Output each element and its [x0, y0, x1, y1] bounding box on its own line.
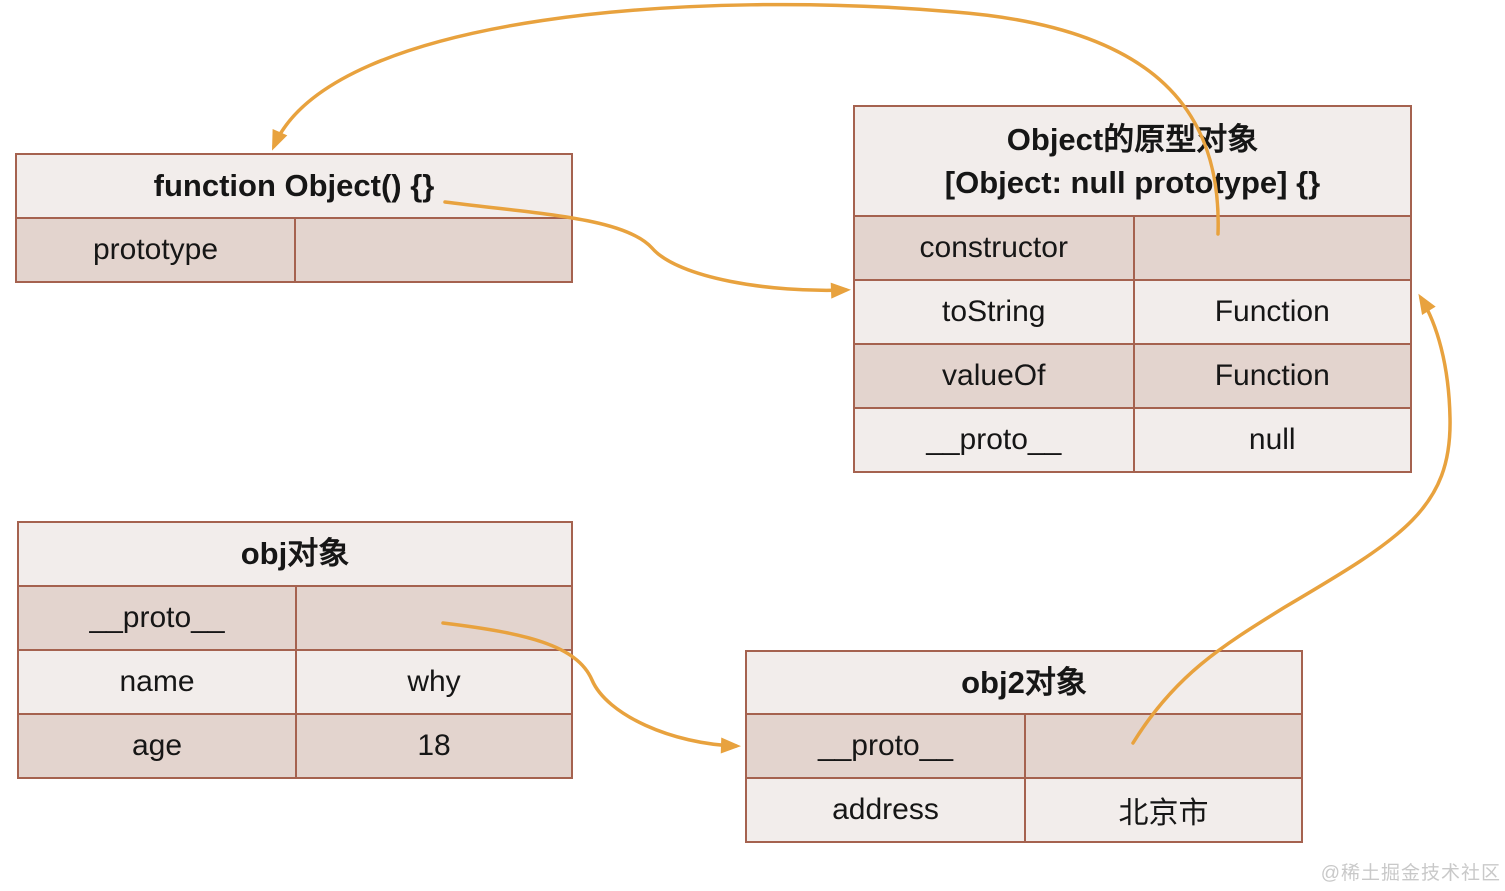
prop-key-age: age	[19, 715, 295, 777]
table-function-object: function Object() {} prototype	[15, 153, 573, 283]
table-obj: obj对象 __proto__ name why age 18	[17, 521, 573, 779]
table-row: age 18	[19, 713, 571, 777]
watermark: @稀土掘金技术社区	[1320, 863, 1501, 884]
prop-key-prototype: prototype	[17, 219, 294, 281]
prop-value-constructor	[1132, 217, 1410, 279]
table-row: valueOf Function	[855, 343, 1410, 407]
title-line-1: Object的原型对象	[1006, 121, 1259, 157]
table-row: __proto__ null	[855, 407, 1410, 471]
prop-key-constructor: constructor	[855, 217, 1133, 279]
prop-value-proto	[295, 587, 571, 649]
prop-key-proto: __proto__	[19, 587, 295, 649]
table-row: constructor	[855, 215, 1410, 279]
prop-key-proto: __proto__	[747, 715, 1024, 777]
prop-value-tostring: Function	[1132, 281, 1410, 343]
prop-value-address: 北京市	[1024, 779, 1301, 841]
table-function-object-title: function Object() {}	[17, 155, 571, 217]
table-object-prototype: Object的原型对象 [Object: null prototype] {} …	[853, 105, 1412, 473]
prop-value-age: 18	[295, 715, 571, 777]
table-row: name why	[19, 649, 571, 713]
table-object-prototype-title: Object的原型对象 [Object: null prototype] {}	[855, 107, 1410, 215]
prop-value-proto: null	[1132, 409, 1410, 471]
table-obj2-title: obj2对象	[747, 652, 1301, 713]
table-row: address 北京市	[747, 777, 1301, 841]
table-row: prototype	[17, 217, 571, 281]
prop-key-name: name	[19, 651, 295, 713]
prop-key-address: address	[747, 779, 1024, 841]
prop-value-valueof: Function	[1132, 345, 1410, 407]
table-obj-title: obj对象	[19, 523, 571, 585]
table-row: __proto__	[747, 713, 1301, 777]
table-row: __proto__	[19, 585, 571, 649]
prop-key-proto: __proto__	[855, 409, 1133, 471]
prop-key-valueof: valueOf	[855, 345, 1133, 407]
table-row: toString Function	[855, 279, 1410, 343]
title-line-2: [Object: null prototype] {}	[944, 165, 1321, 200]
prop-value-proto	[1024, 715, 1301, 777]
table-obj2: obj2对象 __proto__ address 北京市	[745, 650, 1303, 843]
prop-key-tostring: toString	[855, 281, 1133, 343]
prop-value-name: why	[295, 651, 571, 713]
prop-value-prototype	[294, 219, 571, 281]
